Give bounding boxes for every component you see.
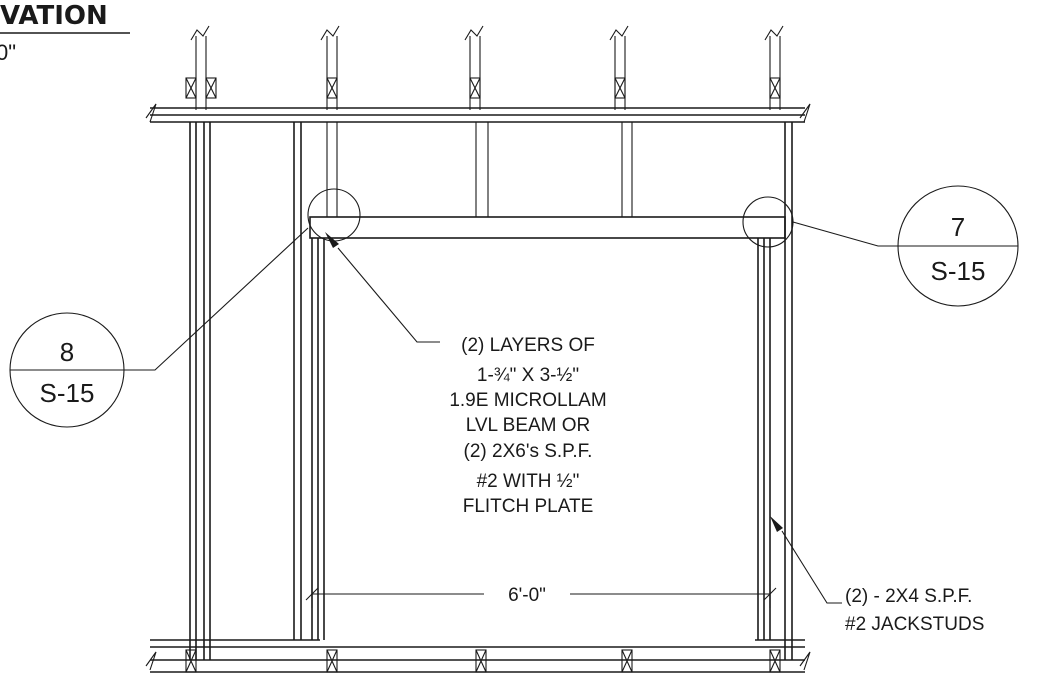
callout-left-sheet: S-15	[40, 378, 95, 408]
opening-dimension: 6'-0"	[305, 580, 777, 608]
jackstud-note-line-1: (2) - 2X4 S.P.F.	[845, 586, 972, 607]
callout-bubble-right: 7 S-15	[792, 185, 1019, 307]
top-plate	[145, 103, 811, 123]
beam-note-line-1: (2) LAYERS OF	[461, 335, 595, 356]
cripple-studs	[326, 122, 633, 217]
beam-note-leader	[325, 232, 440, 343]
beam-note-line-7: FLITCH PLATE	[463, 496, 594, 517]
detail-circle-left	[307, 188, 361, 242]
opening-dimension-label: 6'-0"	[508, 585, 546, 606]
beam-note-line-3: 1.9E MICROLLAM	[449, 390, 606, 411]
lower-blocking-marks	[185, 649, 781, 673]
beam-note-line-5: (2) 2X6's S.P.F.	[464, 441, 593, 462]
jackstud-note-leader	[770, 516, 842, 604]
jackstud-note: (2) - 2X4 S.P.F. #2 JACKSTUDS	[845, 586, 984, 635]
beam-note-line-4: LVL BEAM OR	[466, 415, 591, 436]
beam-note-line-6: #2 WITH ½"	[477, 471, 580, 492]
beam-note-line-2: 1-¾" X 3-½"	[477, 365, 579, 386]
callout-right-sheet: S-15	[931, 256, 986, 286]
lvl-beam-header	[309, 216, 786, 239]
full-height-studs	[189, 122, 793, 660]
stud-break-markers	[190, 25, 784, 41]
drawing-scale: 0"	[0, 40, 16, 65]
callout-left-number: 8	[60, 337, 74, 367]
jack-studs	[311, 238, 771, 640]
upper-studs	[195, 36, 781, 110]
beam-note: (2) LAYERS OF 1-¾" X 3-½" 1.9E MICROLLAM…	[449, 335, 606, 517]
callout-right-number: 7	[951, 212, 965, 242]
drawing-title: VATION	[0, 1, 108, 31]
jackstud-note-line-2: #2 JACKSTUDS	[845, 614, 984, 635]
callout-bubble-left: 8 S-15	[9, 227, 309, 428]
upper-blocking-marks	[185, 77, 781, 99]
